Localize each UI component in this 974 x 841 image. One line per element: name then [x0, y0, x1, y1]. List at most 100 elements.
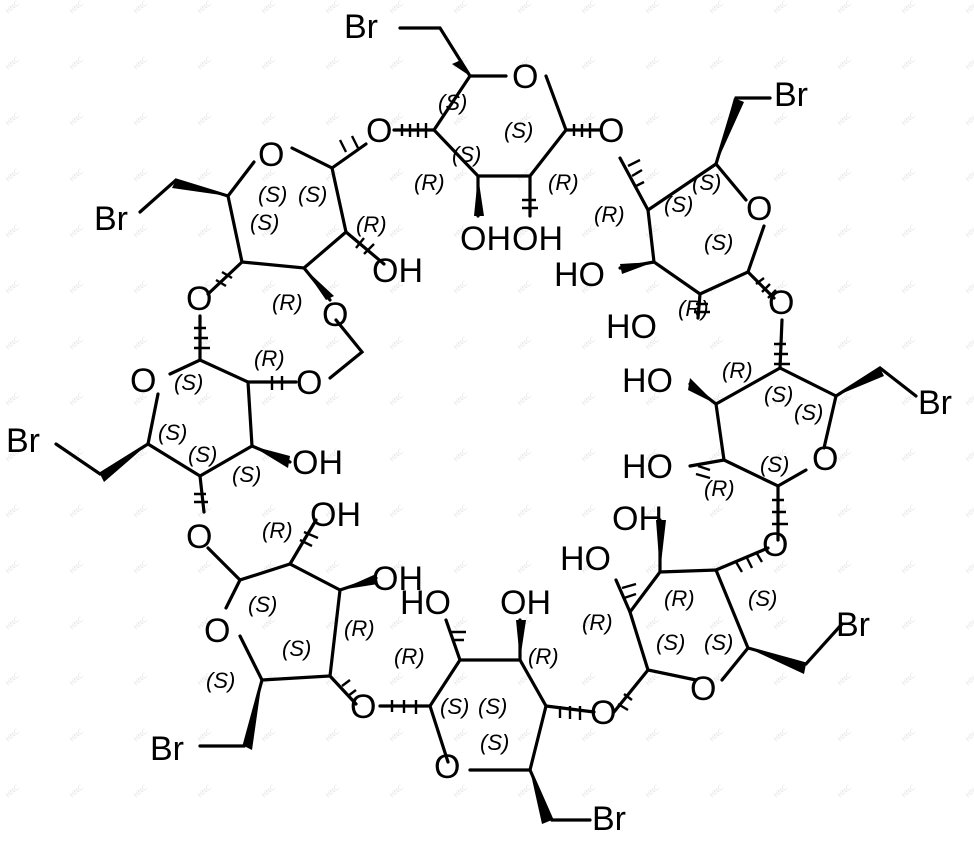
watermark-text: HNC	[516, 279, 533, 295]
watermark-text: HNC	[516, 559, 533, 575]
watermark-text: HNC	[900, 615, 917, 631]
stereo-label: (R)	[394, 644, 425, 669]
atom-label: Br	[344, 8, 378, 46]
watermark-text: HNC	[580, 447, 597, 463]
watermark-text: HNC	[836, 111, 853, 127]
watermark-text: HNC	[900, 727, 917, 743]
watermark-text: HNC	[516, 503, 533, 519]
watermark-text: HNC	[772, 727, 789, 743]
watermark-text: HNC	[644, 55, 661, 71]
watermark-text: HNC	[132, 503, 149, 519]
watermark-text: HNC	[644, 111, 661, 127]
watermark-text: HNC	[836, 223, 853, 239]
atom-label: HO	[606, 308, 657, 346]
stereo-label: (S)	[480, 730, 509, 755]
watermark-text: HNC	[196, 727, 213, 743]
watermark-text: HNC	[324, 559, 341, 575]
watermark-text: HNC	[836, 55, 853, 71]
hashed-bonds	[194, 123, 790, 720]
watermark-text: HNC	[68, 55, 85, 71]
atom-label: O	[322, 296, 348, 334]
atom-labels: Br O O O OH OH Br O HO HO O Br O HO HO O…	[6, 8, 952, 838]
atom-label: O	[258, 136, 284, 174]
watermark-text: HNC	[964, 503, 974, 519]
watermark-text: HNC	[388, 0, 405, 16]
watermark-text: HNC	[964, 615, 974, 631]
watermark-text: HNC	[516, 335, 533, 351]
watermark-text: HNC	[68, 167, 85, 183]
atom-label: OH	[310, 496, 361, 534]
stereo-label: (S)	[250, 210, 279, 235]
atom-label: O	[690, 670, 716, 708]
watermark-text: HNC	[452, 615, 469, 631]
atom-label: O	[186, 280, 212, 318]
watermark-text: HNC	[388, 783, 405, 799]
atom-label: O	[350, 688, 376, 726]
watermark-text: HNC	[132, 279, 149, 295]
stereo-label: (S)	[478, 694, 507, 719]
atom-label: O	[130, 362, 156, 400]
stereo-label: (R)	[664, 586, 695, 611]
watermark-text: HNC	[132, 167, 149, 183]
atom-label: OH	[512, 220, 563, 258]
watermark-text: HNC	[516, 727, 533, 743]
stereo-label: (S)	[174, 370, 203, 395]
stereo-labels: (S) (S) (S) (R) (R) (S) (S) (R) (S) (R) …	[158, 90, 823, 755]
atom-label: Br	[918, 384, 952, 422]
watermark-text: HNC	[452, 335, 469, 351]
watermark-text: HNC	[836, 279, 853, 295]
watermark-text: HNC	[708, 335, 725, 351]
watermark-text: HNC	[4, 335, 21, 351]
watermark-text: HNC	[68, 223, 85, 239]
watermark-text: HNC	[964, 223, 974, 239]
watermark-text: HNC	[4, 783, 21, 799]
atom-label: Br	[6, 422, 40, 460]
watermark-text: HNC	[68, 671, 85, 687]
watermark-text: HNC	[772, 167, 789, 183]
atom-label: Br	[94, 200, 128, 238]
watermark-text: HNC	[260, 615, 277, 631]
watermark-text: HNC	[388, 447, 405, 463]
watermark-text: HNC	[964, 783, 974, 799]
atom-label: HO	[554, 256, 605, 294]
atom-label: O	[746, 190, 772, 228]
atom-label: OH	[292, 444, 343, 482]
atom-label: Br	[150, 730, 184, 768]
watermark-text: HNC	[900, 0, 917, 16]
watermark-text: HNC	[68, 391, 85, 407]
stereo-label: (R)	[414, 170, 445, 195]
watermark-text: HNC	[836, 335, 853, 351]
bonds	[54, 26, 918, 822]
watermark-text: HNC	[388, 55, 405, 71]
atom-label: Br	[774, 76, 808, 114]
watermark-text: HNC	[196, 111, 213, 127]
atom-label: OH	[372, 252, 423, 290]
stereo-label: (R)	[704, 476, 735, 501]
watermark-text: HNC	[516, 391, 533, 407]
watermark-text: HNC	[68, 111, 85, 127]
watermark-text: HNC	[964, 727, 974, 743]
watermark-text: HNC	[708, 55, 725, 71]
watermark-text: HNC	[196, 0, 213, 16]
wedge-bonds	[100, 60, 884, 824]
stereo-label: (S)	[440, 694, 469, 719]
stereo-label: (S)	[248, 592, 277, 617]
atom-label: O	[366, 112, 392, 150]
watermark-text: HNC	[964, 671, 974, 687]
atom-label: O	[512, 58, 538, 96]
watermark-text: HNC	[708, 727, 725, 743]
watermark-text: HNC	[964, 55, 974, 71]
watermark-text: HNC	[452, 391, 469, 407]
watermark-text: HNC	[964, 0, 974, 16]
watermark-text: HNC	[644, 0, 661, 16]
watermark-text: HNC	[4, 671, 21, 687]
watermark-text: HNC	[4, 391, 21, 407]
watermark-text: HNC	[900, 111, 917, 127]
atom-label: O	[768, 284, 794, 322]
watermark-text: HNC	[132, 559, 149, 575]
atom-label: O	[590, 694, 616, 732]
watermark-text: HNC	[580, 0, 597, 16]
watermark-text: HNC	[900, 503, 917, 519]
stereo-label: (S)	[206, 668, 235, 693]
stereo-label: (S)	[656, 630, 685, 655]
